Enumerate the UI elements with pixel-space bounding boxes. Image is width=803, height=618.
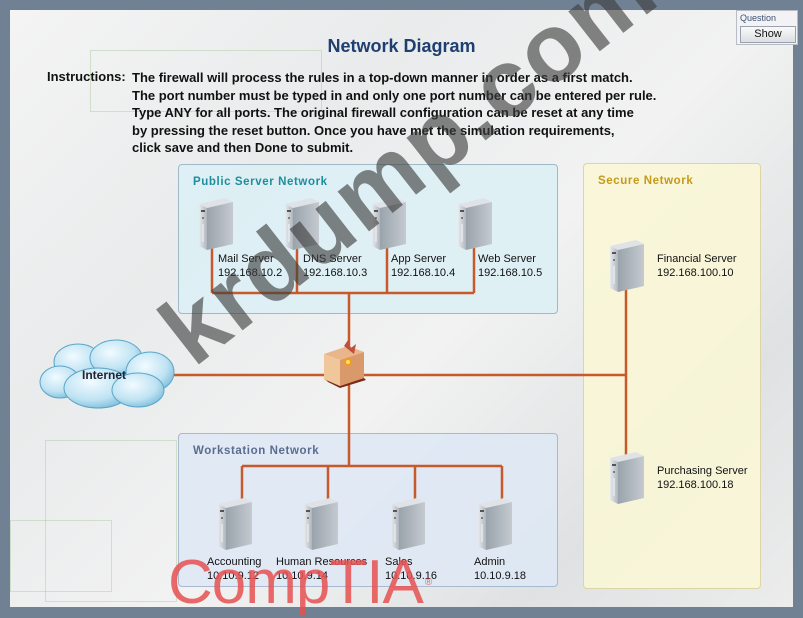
workstation-icon[interactable] xyxy=(214,496,254,552)
accounting-label: Accounting 10.10.9.12 xyxy=(207,555,261,583)
workstation-icon[interactable] xyxy=(387,496,427,552)
node-name: Web Server xyxy=(478,253,536,265)
background-decoration xyxy=(45,440,177,602)
zone-title: Public Server Network xyxy=(193,176,328,188)
node-ip: 192.168.10.5 xyxy=(478,267,543,279)
node-name: Financial Server xyxy=(657,253,737,265)
internet-label: Internet xyxy=(82,368,127,382)
node-ip: 10.10.9.18 xyxy=(474,570,526,582)
server-icon[interactable] xyxy=(606,238,646,294)
dns-server-label: DNS Server 192.168.10.3 xyxy=(303,252,367,280)
zone-title: Workstation Network xyxy=(193,445,320,457)
node-ip: 10.10.9.16 xyxy=(385,570,437,582)
node-ip: 192.168.10.2 xyxy=(218,267,283,279)
background-decoration xyxy=(90,50,322,112)
node-ip: 10.10.9.14 xyxy=(276,570,328,582)
node-name: Mail Server xyxy=(218,253,274,265)
workstation-icon[interactable] xyxy=(474,496,514,552)
node-ip: 192.168.100.10 xyxy=(657,267,734,279)
node-ip: 10.10.9.12 xyxy=(207,570,259,582)
server-icon[interactable] xyxy=(606,450,646,506)
node-ip: 192.168.10.3 xyxy=(303,267,368,279)
workstation-icon[interactable] xyxy=(300,496,340,552)
financial-server-label: Financial Server 192.168.100.10 xyxy=(657,252,736,280)
internet-cloud-icon[interactable] xyxy=(38,336,178,412)
instruction-line: by pressing the reset button. Once you h… xyxy=(132,122,615,138)
server-icon[interactable] xyxy=(368,196,408,252)
node-name: Purchasing Server xyxy=(657,465,748,477)
web-server-label: Web Server 192.168.10.5 xyxy=(478,252,542,280)
instructions-text: The firewall will process the rules in a… xyxy=(132,69,732,157)
show-question-button[interactable]: Show xyxy=(740,26,796,43)
app-server-label: App Server 192.168.10.4 xyxy=(391,252,455,280)
sales-label: Sales 10.10.9.16 xyxy=(385,555,437,583)
instructions-label: Instructions: xyxy=(47,69,126,84)
node-name: Sales xyxy=(385,556,413,568)
instruction-line: click save and then Done to submit. xyxy=(132,140,354,155)
human-resources-label: Human Resources 10.10.9.14 xyxy=(276,555,367,583)
question-label: Question xyxy=(740,13,777,23)
node-ip: 192.168.10.4 xyxy=(391,267,456,279)
node-name: Accounting xyxy=(207,556,262,568)
instruction-line: The port number must be typed in and onl… xyxy=(132,87,657,103)
node-name: DNS Server xyxy=(303,253,362,265)
page-title: Network Diagram xyxy=(327,36,476,56)
server-icon[interactable] xyxy=(195,196,235,252)
public-server-network-zone: Public Server Network xyxy=(178,164,558,314)
mail-server-label: Mail Server 192.168.10.2 xyxy=(218,252,282,280)
instruction-line: Type ANY for all ports. The original fir… xyxy=(132,105,634,120)
instruction-line: The firewall will process the rules in a… xyxy=(132,70,633,85)
server-icon[interactable] xyxy=(281,196,321,252)
admin-label: Admin 10.10.9.18 xyxy=(474,555,526,583)
node-ip: 192.168.100.18 xyxy=(657,479,734,491)
firewall-icon[interactable] xyxy=(318,340,370,390)
node-name: Human Resources xyxy=(276,556,368,568)
zone-title: Secure Network xyxy=(598,175,694,187)
question-panel: Question Show xyxy=(736,10,798,45)
purchasing-server-label: Purchasing Server 192.168.100.18 xyxy=(657,464,748,492)
node-name: App Server xyxy=(391,253,447,265)
server-icon[interactable] xyxy=(454,196,494,252)
background-decoration xyxy=(10,520,112,592)
node-name: Admin xyxy=(474,556,506,568)
